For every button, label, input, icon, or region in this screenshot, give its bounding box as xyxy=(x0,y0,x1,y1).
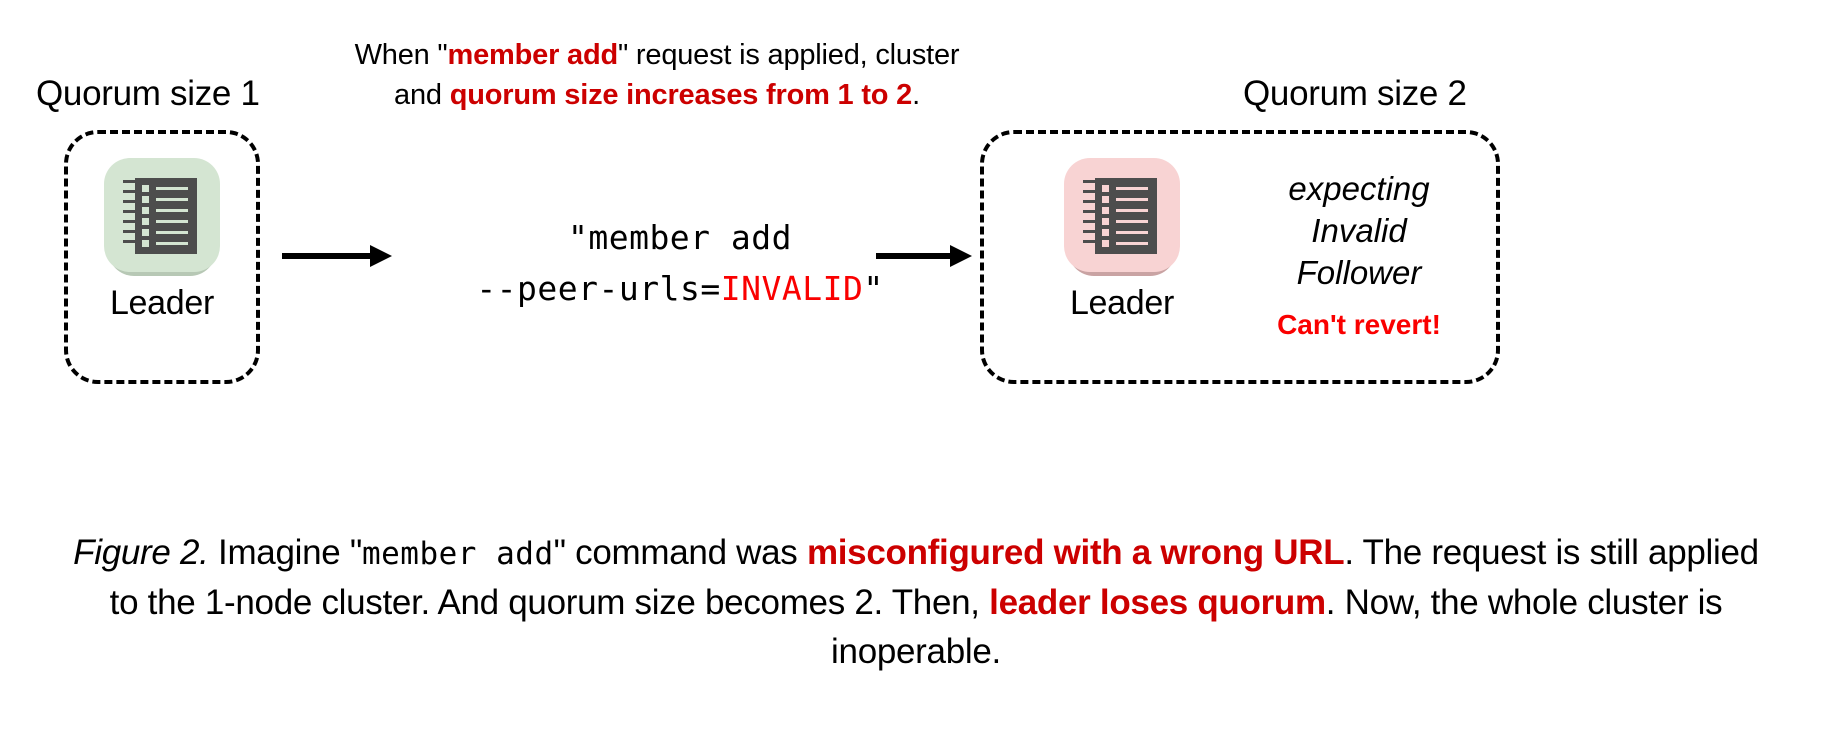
command-line-1: "member add xyxy=(567,218,793,257)
cluster-boundary-left xyxy=(64,130,260,384)
node-right: Leader xyxy=(1042,158,1202,323)
top-caption-seg3: " request is applied, cluster and xyxy=(394,39,960,111)
node-label-left: Leader xyxy=(109,284,215,322)
status-line-1: expecting xyxy=(1288,170,1430,207)
arrow-shaft xyxy=(876,253,952,259)
command-line-2: --peer-urls=INVALID" xyxy=(410,263,950,314)
cant-revert-warning: Can't revert! xyxy=(1277,308,1441,340)
command-text: "member add --peer-urls=INVALID" xyxy=(410,212,950,314)
status-line-2: Invalid xyxy=(1311,212,1407,250)
caption-loses-quorum: leader loses quorum xyxy=(989,582,1326,622)
caption-seg8: . Now, the whole cluster is inoperable. xyxy=(831,582,1723,672)
arrow-head xyxy=(370,245,392,267)
arrow-right-icon-right xyxy=(876,245,972,267)
caption-seg4: " command was xyxy=(553,533,807,572)
top-caption-quorum-increase: quorum size increases from 1 to 2 xyxy=(449,78,913,111)
arrow-head xyxy=(950,245,972,267)
server-ledger-icon xyxy=(1064,158,1180,276)
arrow-shaft xyxy=(282,253,372,259)
top-caption-seg1: When " xyxy=(354,39,448,71)
node-left: Leader xyxy=(82,158,242,323)
icon-ledger-rows xyxy=(1102,185,1152,247)
arrow-right-icon-left xyxy=(282,245,392,267)
top-caption-member-add: member add xyxy=(447,39,619,71)
command-invalid-value: INVALID xyxy=(720,269,864,309)
figure-number: Figure 2. xyxy=(73,533,209,572)
quorum-size-label-left: Quorum size 1 xyxy=(36,74,260,113)
caption-seg2: Imagine " xyxy=(208,533,362,572)
icon-ledger-rings xyxy=(1083,180,1097,252)
top-caption-seg5: . xyxy=(912,78,920,111)
caption-command: member add xyxy=(361,536,554,572)
node-label-right: Leader xyxy=(1069,284,1175,322)
caption-misconfigured: misconfigured with a wrong URL xyxy=(806,533,1345,572)
icon-ledger-rows xyxy=(142,185,192,247)
command-closing-quote: " xyxy=(863,269,884,309)
status-block: expecting Invalid Follower Can't revert! xyxy=(1228,168,1490,341)
cluster-boundary-right xyxy=(980,130,1500,384)
server-ledger-icon xyxy=(104,158,220,276)
status-line-3: Follower xyxy=(1296,254,1422,292)
icon-ledger-rings xyxy=(123,180,137,252)
command-flag: --peer-urls= xyxy=(476,269,721,309)
figure-caption: Figure 2. Imagine "member add" command w… xyxy=(66,528,1766,677)
quorum-size-label-right: Quorum size 2 xyxy=(1243,74,1467,113)
top-caption: When "member add" request is applied, cl… xyxy=(352,36,962,115)
caption-seg6: . The request is still applied to the 1-… xyxy=(109,533,1759,622)
